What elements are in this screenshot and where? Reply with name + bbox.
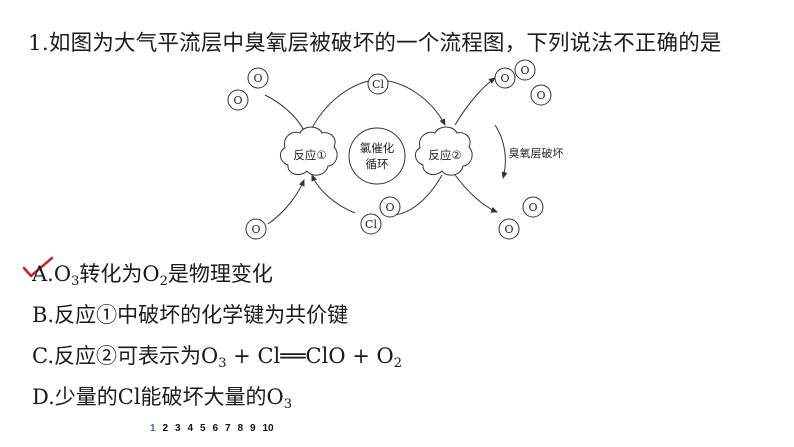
page-link-8[interactable]: 8 — [237, 423, 244, 434]
option-a[interactable]: A.O3转化为O2是物理变化 — [32, 262, 273, 289]
option-c[interactable]: C.反应②可表示为O3 + Cl══ClO + O2 — [32, 344, 402, 371]
option-letter: A. — [32, 262, 54, 286]
page-link-6[interactable]: 6 — [212, 423, 219, 434]
o-atom-label: O — [528, 201, 537, 214]
reaction1-cloud — [280, 126, 338, 176]
reaction1-label: 反应① — [293, 148, 326, 162]
center-label-line2: 循环 — [366, 157, 389, 171]
question-stem: 1.如图为大气平流层中臭氧层被破坏的一个流程图，下列说法不正确的是 — [28, 31, 722, 56]
arrow-o-in — [267, 179, 305, 225]
arrow-destruction — [494, 124, 508, 179]
cl-atom-label: Cl — [365, 218, 377, 231]
page-link-3[interactable]: 3 — [175, 423, 181, 434]
arrow-o3-in — [264, 94, 307, 136]
check-mark-icon — [22, 256, 54, 278]
page-link-4[interactable]: 4 — [187, 423, 194, 434]
arrow-o2-out-bottom — [454, 174, 498, 213]
page-link-1[interactable]: 1 — [150, 423, 156, 434]
o-atom-label: O — [500, 72, 509, 85]
page-link-5[interactable]: 5 — [200, 423, 206, 434]
reaction2-cloud — [415, 126, 473, 176]
option-b[interactable]: B.反应①中破坏的化学键为共价键 — [32, 303, 349, 327]
o-atom-label: O — [385, 201, 394, 214]
center-label-line1: 氯催化 — [360, 141, 395, 155]
o-atom-label: O — [253, 72, 262, 85]
option-letter: B. — [32, 303, 55, 327]
o-atom-label: O — [536, 89, 545, 102]
page-link-10[interactable]: 10 — [262, 423, 274, 434]
page-link-9[interactable]: 9 — [250, 423, 256, 434]
option-d[interactable]: D.少量的Cl能破坏大量的O3 — [32, 385, 293, 412]
option-letter: C. — [32, 344, 54, 368]
page-link-2[interactable]: 2 — [162, 423, 169, 434]
option-letter: D. — [32, 385, 55, 409]
o-atom-label: O — [520, 64, 529, 77]
reaction2-label: 反应② — [428, 148, 461, 162]
o-atom-label: O — [251, 223, 260, 236]
page-link-7[interactable]: 7 — [225, 423, 231, 434]
o-atom-label: O — [233, 94, 242, 107]
arrow-o2-out — [454, 77, 496, 126]
cl-atom-label: Cl — [372, 78, 384, 91]
o-atom-label: O — [504, 223, 513, 236]
destruction-label: 臭氧层破坏 — [509, 146, 564, 160]
